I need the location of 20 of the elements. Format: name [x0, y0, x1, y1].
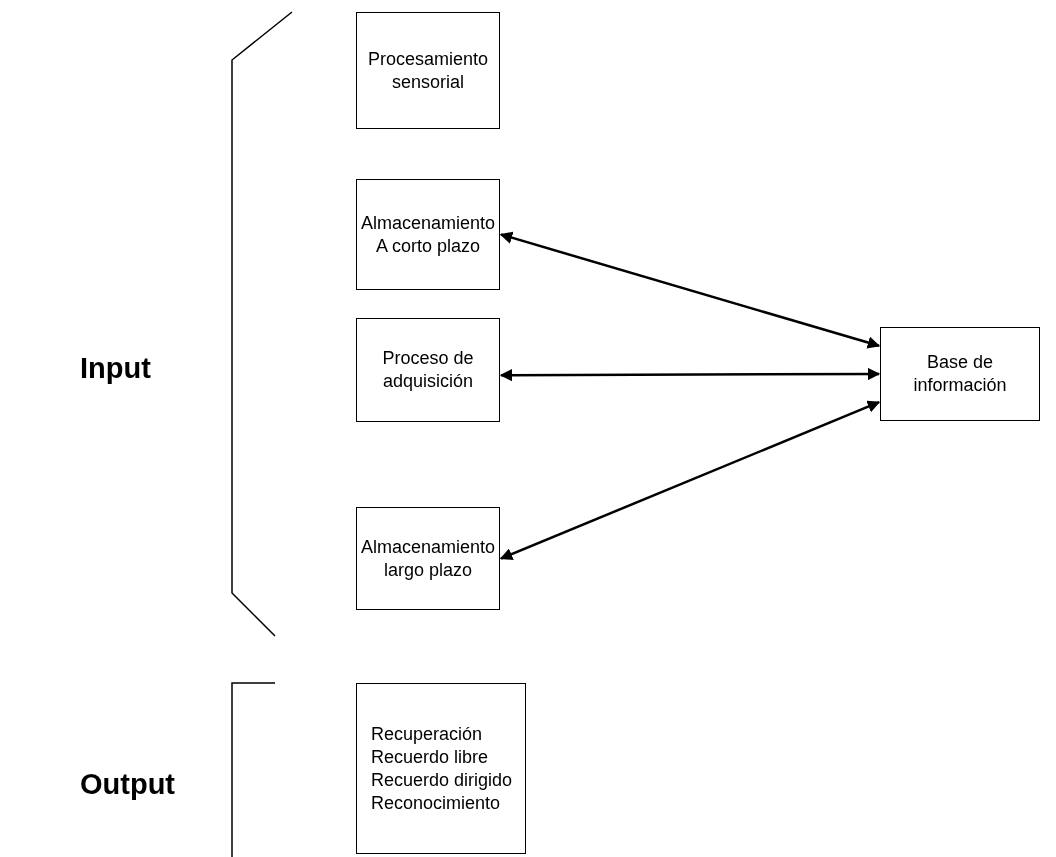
process-box: [356, 12, 500, 129]
section-label: Input: [80, 352, 151, 385]
process-box: [356, 683, 526, 854]
box-text: Reconocimiento: [371, 791, 501, 815]
process-box: [356, 318, 500, 422]
box-text: Recuerdo libre: [371, 745, 489, 769]
box-text: Procesamiento sensorial: [366, 47, 490, 94]
double-arrow: [499, 367, 881, 382]
box-text: Recuperación: [371, 722, 483, 746]
box-text: Almacenamiento largo plazo: [360, 535, 496, 582]
box-text: Proceso de adquisición: [381, 347, 475, 393]
double-arrow: [499, 400, 881, 560]
box-text: Recuerdo dirigido: [371, 768, 513, 792]
box-text: Base de información: [912, 351, 1008, 397]
box-text: Almacenamiento A corto plazo: [360, 211, 496, 258]
section-label: Output: [80, 768, 175, 801]
double-arrow: [499, 231, 881, 349]
process-box: [880, 327, 1040, 421]
process-box: [356, 507, 500, 610]
process-box: [356, 179, 500, 290]
